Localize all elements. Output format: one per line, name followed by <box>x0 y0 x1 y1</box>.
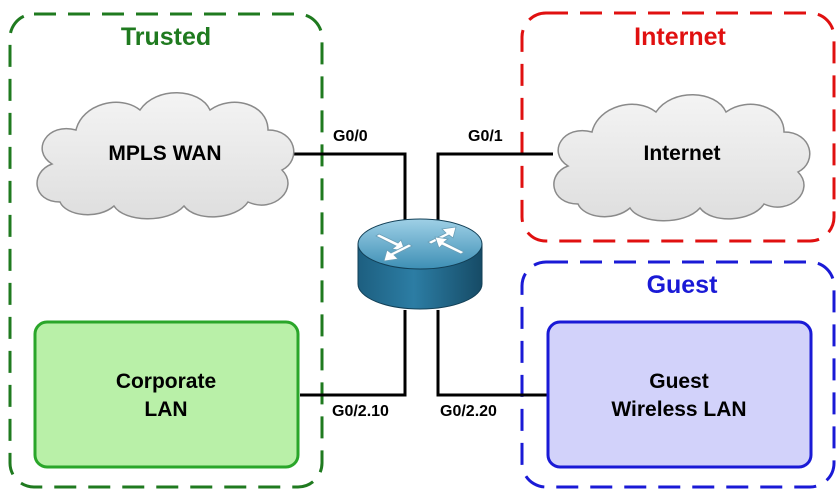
guest-zone: Guest <box>520 260 836 489</box>
port-label-g0-1: G0/1 <box>468 128 503 145</box>
trusted-zone-title: Trusted <box>121 23 211 51</box>
guest-wlan-line1: Guest <box>649 370 709 393</box>
port-label-g0-2-10: G0/2.10 <box>332 403 389 420</box>
link-guest-router <box>436 310 547 397</box>
guest-wlan-line2: Wireless LAN <box>611 398 746 421</box>
port-label-g0-2-20: G0/2.20 <box>440 403 497 420</box>
mpls-wan-cloud: MPLS WAN <box>36 92 295 220</box>
internet-zone: Internet <box>520 11 836 243</box>
corporate-lan-line1: Corporate <box>116 370 216 393</box>
port-label-g0-0: G0/0 <box>333 128 368 145</box>
trusted-zone: Trusted <box>8 12 324 489</box>
corporate-lan-box: Corporate LAN <box>33 320 300 469</box>
internet-cloud: Internet <box>553 94 811 222</box>
link-internet-router <box>436 152 553 222</box>
internet-node-label: Internet <box>643 142 720 165</box>
links <box>288 152 553 397</box>
corporate-lan-line2: LAN <box>144 398 187 421</box>
guest-zone-title: Guest <box>647 271 719 299</box>
internet-zone-title: Internet <box>634 23 726 51</box>
mpls-wan-label: MPLS WAN <box>108 142 221 165</box>
guest-wlan-box: Guest Wireless LAN <box>546 320 813 469</box>
link-corporate-router <box>300 310 407 397</box>
link-mpls-router <box>288 152 407 222</box>
router-icon <box>357 218 483 310</box>
